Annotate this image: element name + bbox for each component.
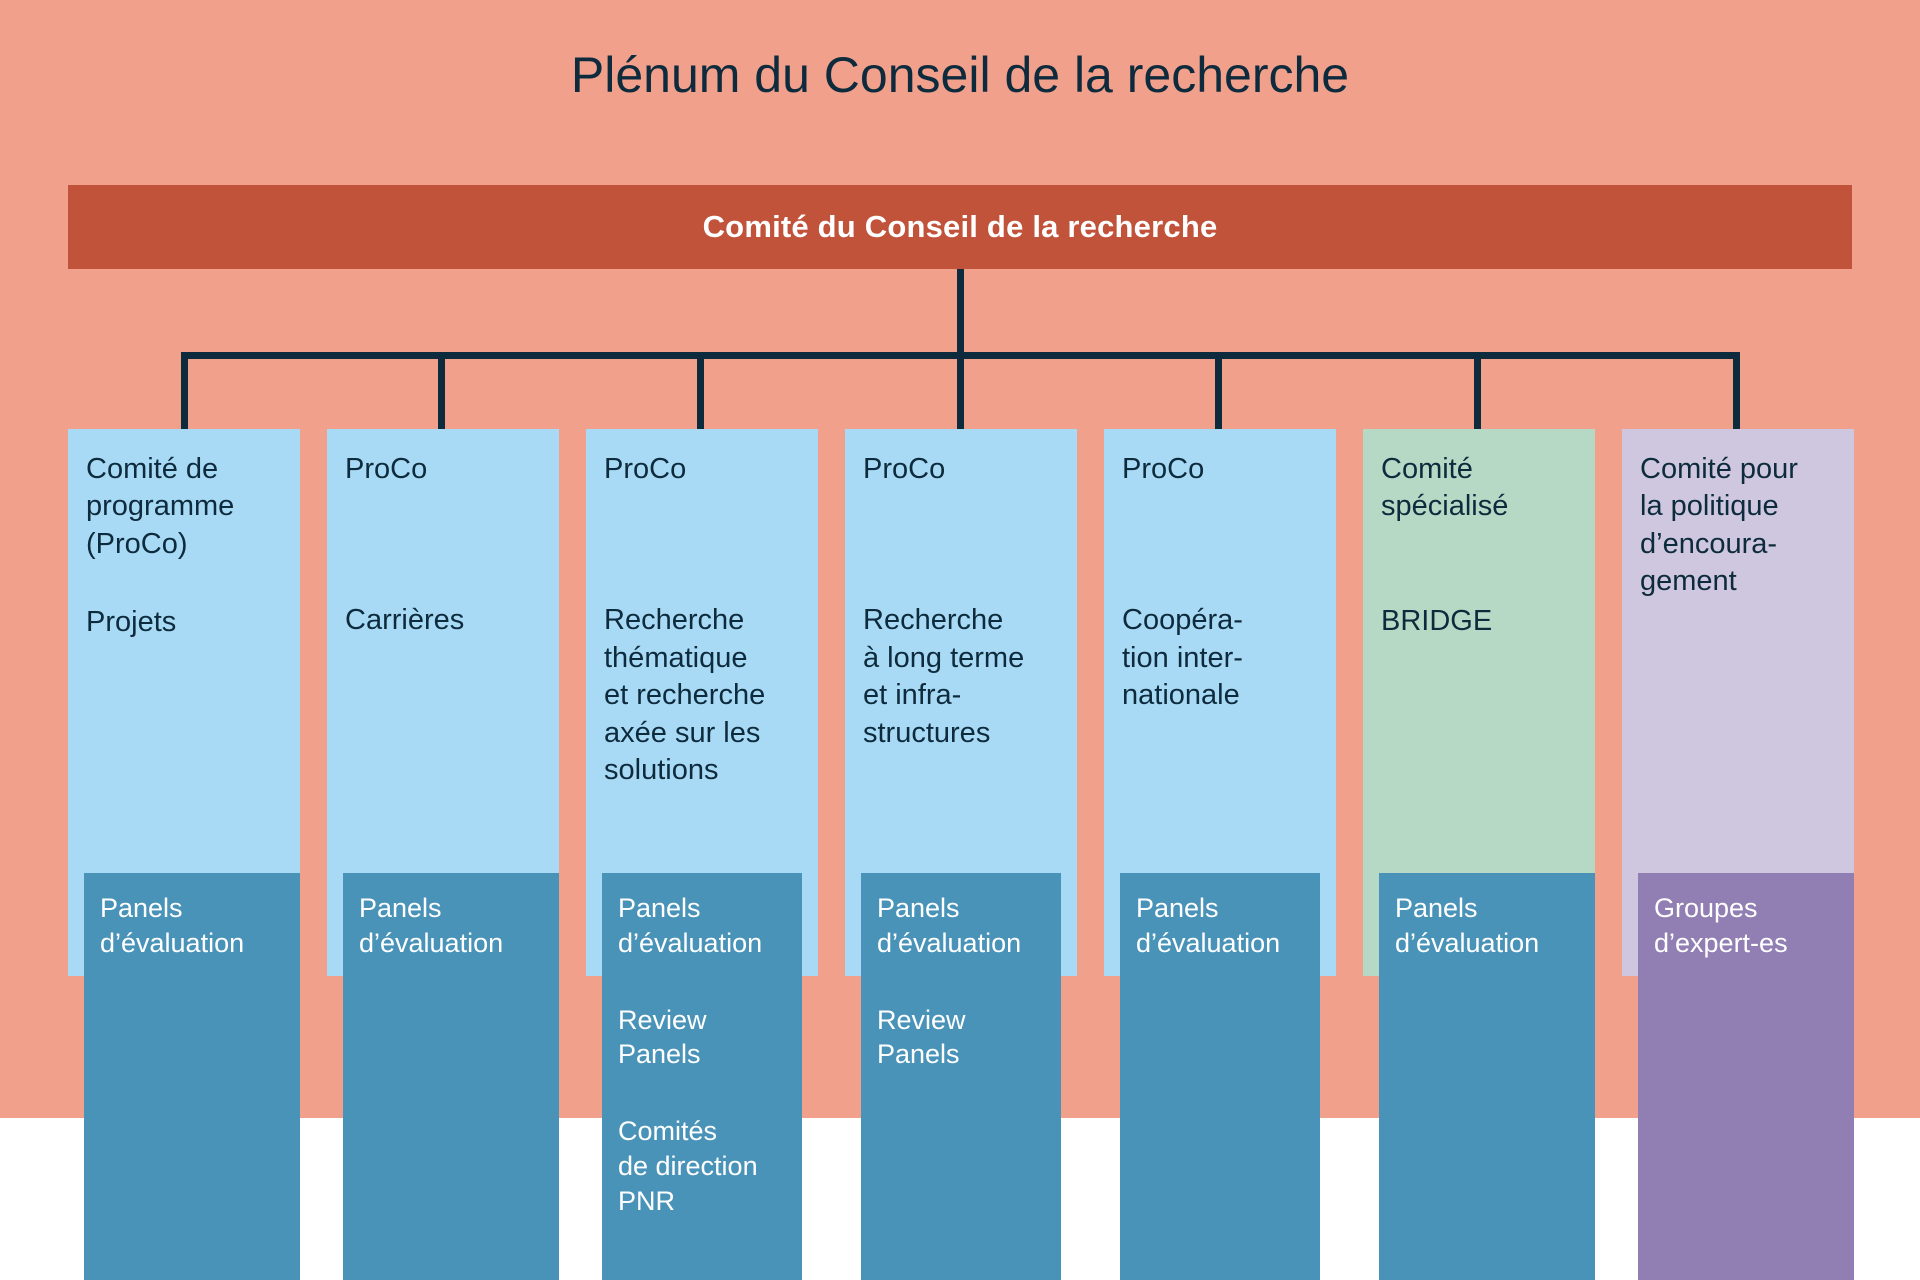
branch-subtitle-4: Recherche à long terme et infra- structu… [863, 604, 1025, 749]
subbox-item-4-2: Review Panels [877, 1004, 966, 1070]
subbox-item-7-1: Groupes d’expert-es [1654, 893, 1788, 958]
connector-drop-3 [697, 352, 704, 430]
page-title: Plénum du Conseil de la recherche [570, 47, 1350, 103]
branch-column-7: Comité pour la politique d’encoura- geme… [1622, 429, 1854, 1280]
branch-title-6: Comité spécialisé [1381, 453, 1509, 523]
connector-drop-4 [957, 352, 964, 430]
subbox-item-3-2: Review Panels [618, 1004, 707, 1070]
branch-subbox-6: Panels d’évaluation [1379, 873, 1595, 1280]
branch-title-4: ProCo [863, 453, 946, 485]
branch-title-7: Comité pour la politique d’encoura- geme… [1640, 453, 1798, 598]
branch-subbox-7: Groupes d’expert-es [1638, 873, 1854, 1280]
branch-column-6: Comité spécialisé BRIDGE Panels d’évalua… [1363, 429, 1595, 1280]
branch-subtitle-2: Carrières [345, 604, 465, 637]
branch-subbox-1: Panels d’évaluation [84, 873, 300, 1280]
connector-drop-5 [1215, 352, 1222, 430]
subbox-item-3-3: Comités de direction PNR [618, 1116, 758, 1216]
subbox-item-2-1: Panels d’évaluation [359, 893, 504, 958]
subbox-item-1-1: Panels d’évaluation [100, 893, 245, 958]
subbox-item-5-1: Panels d’évaluation [1136, 893, 1281, 958]
branch-column-4: ProCo Recherche à long terme et infra- s… [845, 429, 1077, 1280]
subbox-item-4-1: Panels d’évaluation [877, 893, 1022, 958]
branch-column-2: ProCo Carrières Panels d’évaluation [327, 429, 559, 1280]
root-node: Comité du Conseil de la recherche [68, 185, 1852, 269]
branch-subtitle-5: Coopéra- tion inter- nationale [1122, 604, 1243, 712]
branch-title-2: ProCo [345, 453, 428, 485]
connector-drop-1 [181, 352, 188, 430]
branch-subtitle-3: Recherche thématique et recherche axée s… [604, 604, 766, 787]
branch-title-5: ProCo [1122, 453, 1205, 485]
connector-drop-6 [1474, 352, 1481, 430]
branch-subbox-5: Panels d’évaluation [1120, 873, 1320, 1280]
branch-column-5: ProCo Coopéra- tion inter- nationale Pan… [1104, 429, 1336, 1280]
branch-subbox-2: Panels d’évaluation [343, 873, 559, 1280]
subbox-item-3-1: Panels d’évaluation [618, 893, 763, 958]
subbox-item-6-1: Panels d’évaluation [1395, 893, 1540, 958]
branch-subbox-4: Panels d’évaluation Review Panels [861, 873, 1061, 1280]
connector-drop-7 [1733, 352, 1740, 430]
connector-drop-2 [438, 352, 445, 430]
root-node-label: Comité du Conseil de la recherche [702, 209, 1218, 244]
branch-subtitle-1: Projets [86, 606, 177, 639]
branch-title-3: ProCo [604, 453, 687, 485]
branch-subtitle-6: BRIDGE [1381, 604, 1493, 637]
branch-subbox-3: Panels d’évaluation Review Panels Comité… [602, 873, 802, 1280]
branch-column-1: Comité de programme (ProCo) Projets Pane… [68, 429, 300, 1280]
branch-title-1: Comité de programme (ProCo) [86, 453, 235, 560]
connector-trunk-vertical [957, 269, 964, 355]
branch-column-3: ProCo Recherche thématique et recherche … [586, 429, 818, 1280]
